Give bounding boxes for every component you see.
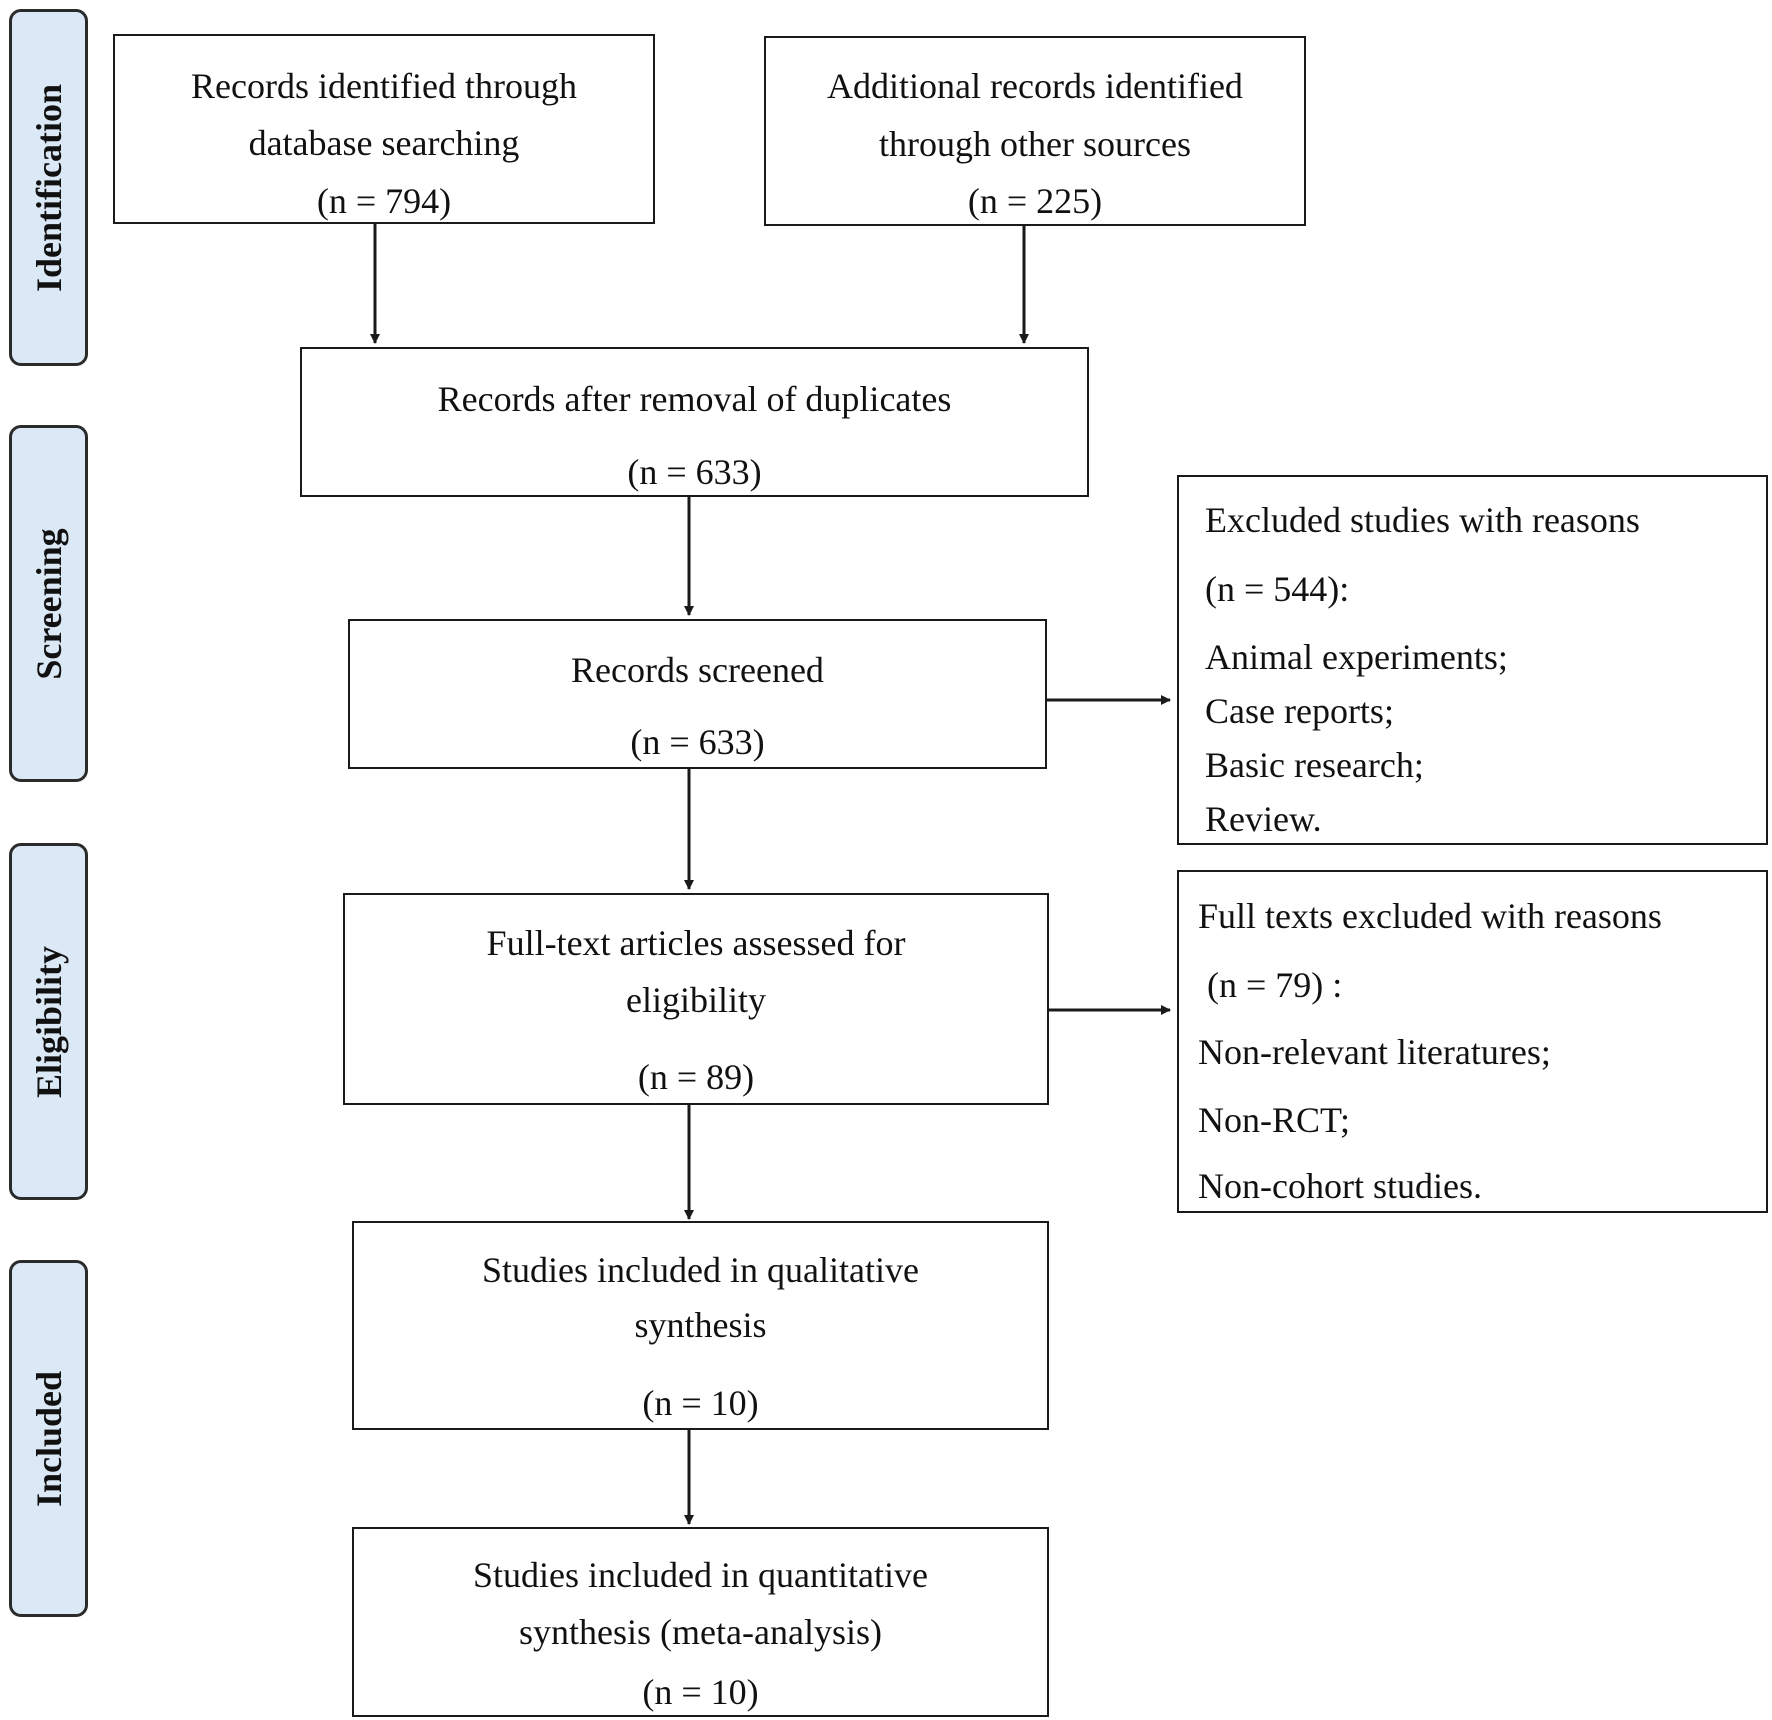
box-qualitative-synthesis: Studies included in qualitative synthesi… xyxy=(352,1221,1049,1430)
excluded-studies-line-1: Excluded studies with reasons xyxy=(1205,500,1640,540)
box-records-screened: Records screened (n = 633) xyxy=(348,619,1047,769)
after-duplicates-count: (n = 633) xyxy=(627,452,762,492)
box-after-duplicates: Records after removal of duplicates (n =… xyxy=(300,347,1089,497)
full-text-excluded-line-2: (n = 79) : xyxy=(1198,965,1343,1005)
full-text-line-2: eligibility xyxy=(626,980,766,1020)
excluded-studies-line-3: Animal experiments; xyxy=(1205,637,1508,677)
box-excluded-studies: Excluded studies with reasons (n = 544):… xyxy=(1177,475,1768,845)
records-screened-line-1: Records screened xyxy=(571,650,824,690)
box-full-text-assessed: Full-text articles assessed for eligibil… xyxy=(343,893,1049,1105)
records-screened-count: (n = 633) xyxy=(630,722,765,762)
box-full-text-excluded: Full texts excluded with reasons (n = 79… xyxy=(1177,870,1768,1213)
after-duplicates-line-1: Records after removal of duplicates xyxy=(437,379,952,419)
full-text-count: (n = 89) xyxy=(637,1057,755,1097)
excluded-studies-line-5: Basic research; xyxy=(1205,745,1424,785)
quantitative-line-2: synthesis (meta-analysis) xyxy=(519,1612,882,1652)
full-text-excluded-line-4: Non-RCT; xyxy=(1198,1100,1351,1140)
other-sources-line-2: through other sources xyxy=(879,124,1191,164)
excluded-studies-line-2: (n = 544): xyxy=(1205,569,1350,609)
quantitative-line-1: Studies included in quantitative xyxy=(473,1555,928,1595)
box-other-sources: Additional records identified through ot… xyxy=(764,36,1306,226)
qualitative-line-2: synthesis xyxy=(634,1305,767,1345)
box-database-search: Records identified through database sear… xyxy=(113,34,655,224)
box-quantitative-synthesis: Studies included in quantitative synthes… xyxy=(352,1527,1049,1717)
full-text-excluded-line-1: Full texts excluded with reasons xyxy=(1198,896,1662,936)
qualitative-line-1: Studies included in qualitative xyxy=(482,1250,919,1290)
database-search-line-1: Records identified through xyxy=(191,66,577,106)
excluded-studies-line-4: Case reports; xyxy=(1205,691,1394,731)
stage-screening: Screening xyxy=(9,425,88,782)
full-text-line-1: Full-text articles assessed for xyxy=(486,923,906,963)
other-sources-line-1: Additional records identified xyxy=(827,66,1243,106)
stage-identification: Identification xyxy=(9,9,88,366)
quantitative-count: (n = 10) xyxy=(642,1672,759,1712)
stage-included: Included xyxy=(9,1260,88,1617)
other-sources-count: (n = 225) xyxy=(967,181,1103,221)
qualitative-count: (n = 10) xyxy=(642,1383,759,1423)
full-text-excluded-line-3: Non-relevant literatures; xyxy=(1198,1032,1551,1072)
excluded-studies-line-6: Review. xyxy=(1205,799,1322,839)
database-search-line-2: database searching xyxy=(248,123,520,163)
full-text-excluded-line-5: Non-cohort studies. xyxy=(1198,1166,1482,1206)
stage-eligibility: Eligibility xyxy=(9,843,88,1200)
database-search-count: (n = 794) xyxy=(316,181,452,221)
